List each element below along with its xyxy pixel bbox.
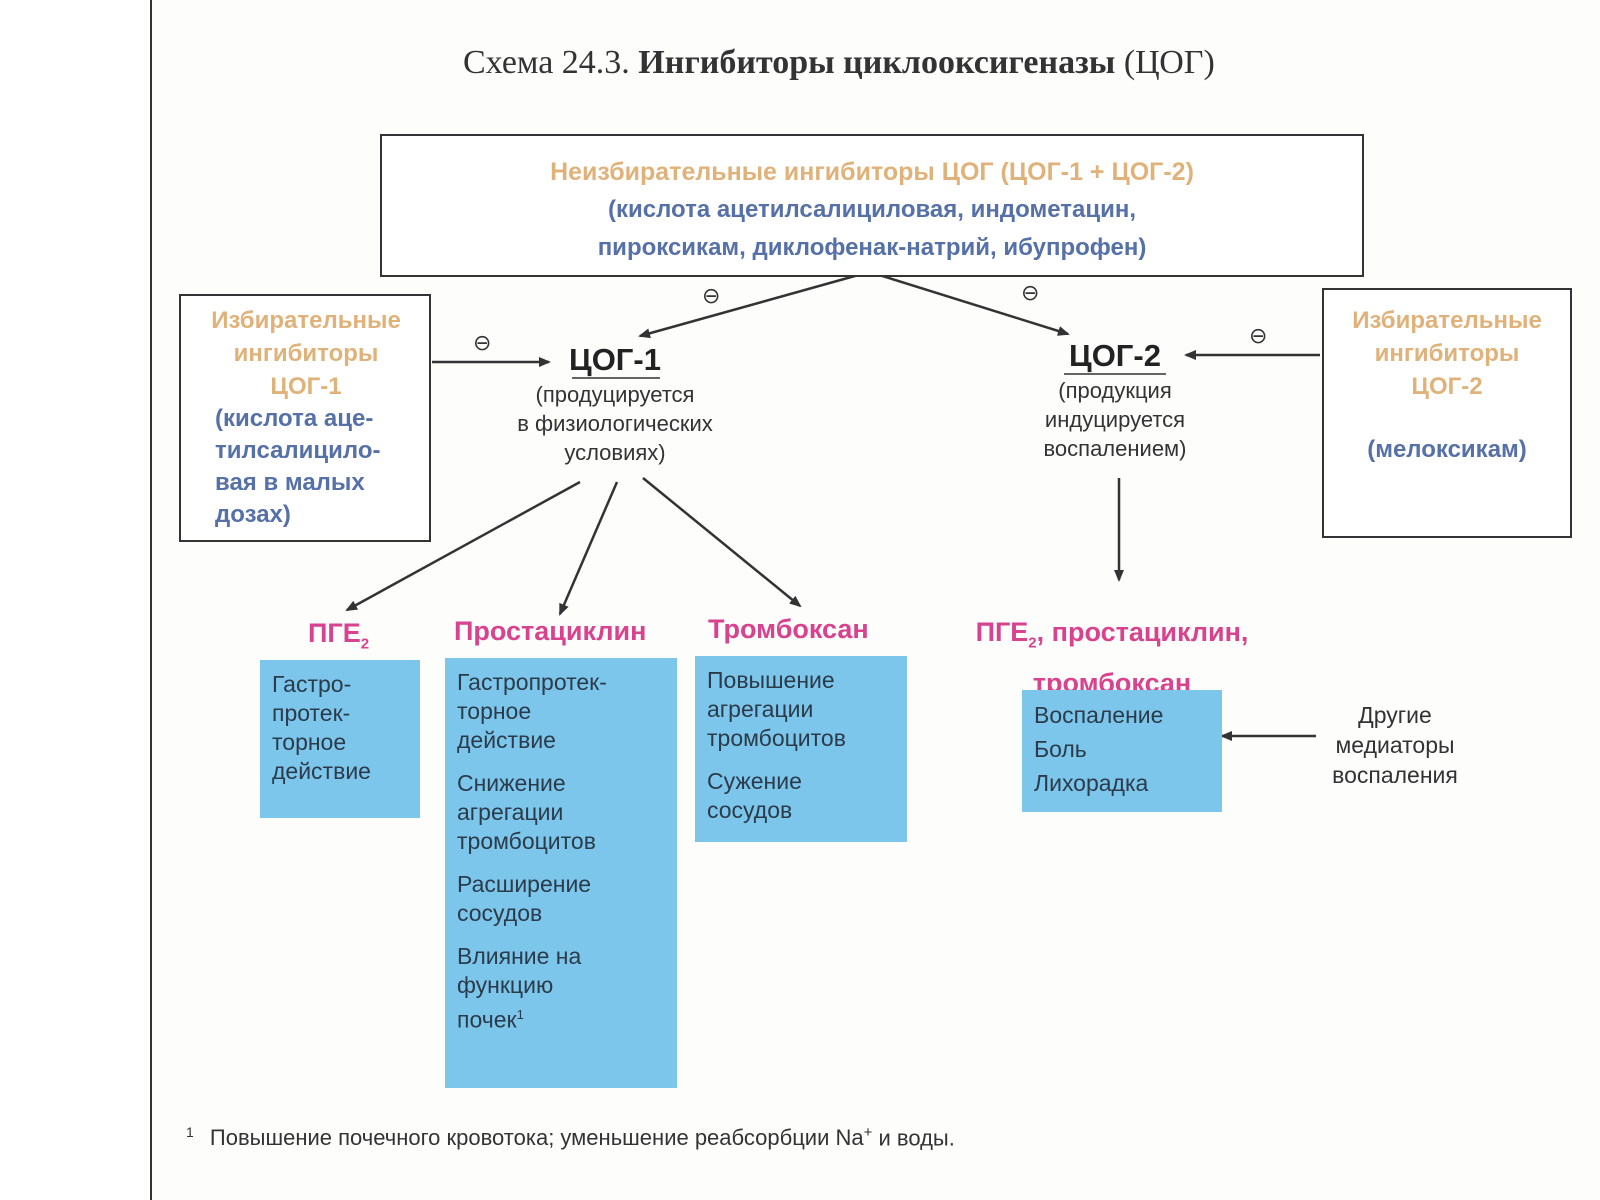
diagram-title: Схема 24.3. Ингибиторы циклооксигеназы (…	[463, 44, 1283, 82]
effect-line: агрегации	[457, 799, 564, 825]
prostacyclin-effects-box: Гастропротек- торное действие Снижение а…	[445, 658, 677, 1088]
effect-fever: Лихорадка	[1034, 770, 1149, 796]
thromboxane-label: Тромбоксан	[708, 614, 869, 644]
title-main: Ингибиторы циклооксигеназы	[638, 44, 1116, 81]
effect-line: почек	[457, 1006, 517, 1033]
effect-line: Снижение	[457, 770, 566, 796]
cox2-note-l3: воспалением)	[1043, 436, 1187, 461]
selective-cox1-heading-l1: Избирательные	[211, 307, 401, 334]
other-mediators: Другие медиаторы воспаления	[1310, 700, 1480, 790]
footnote-text-a: Повышение почечного кровотока; уменьшени…	[209, 1125, 864, 1151]
footnote-mark: 1	[186, 1124, 194, 1140]
effect-line: функцию	[457, 972, 554, 998]
cox2-note-l2: индуцируется	[1044, 407, 1186, 432]
cox2-products-rest: , простациклин,	[1036, 617, 1249, 647]
effect-line: тромбоцитов	[707, 725, 846, 751]
selective-cox1-drugs-l1: (кислота аце-	[215, 405, 374, 432]
prostacyclin-effect-aggregation: Снижение агрегации тромбоцитов	[457, 769, 665, 856]
selective-cox1-heading-l2: ингибиторы	[233, 340, 379, 367]
effect-line: Сужение	[707, 768, 802, 794]
effect-line: сосудов	[457, 900, 543, 926]
footnote-text-b: и воды.	[872, 1125, 955, 1151]
thromboxane-effects-box: Повышение агрегации тромбоцитов Сужение …	[695, 656, 907, 842]
pge2-effect-line: протек-	[272, 700, 351, 726]
effect-line: действие	[457, 727, 556, 753]
effect-line: тромбоцитов	[457, 828, 596, 854]
other-mediators-l3: воспаления	[1332, 762, 1458, 788]
selective-cox2-drugs: (мелоксикам)	[1367, 436, 1527, 463]
inhibit-symbol-selective2: ⊖	[1249, 324, 1268, 349]
effect-line: торное	[457, 698, 532, 724]
selective-cox1-drugs-l4: дозах)	[215, 501, 291, 528]
pge2-effect-line: торное	[272, 729, 347, 755]
inhibit-symbol-cox1: ⊖	[702, 284, 721, 309]
prostacyclin-effect-gastroprotective: Гастропротек- торное действие	[457, 668, 665, 755]
footnote-sup: +	[863, 1124, 873, 1141]
cox1-node: ЦОГ-1 (продуцируется в физиологических у…	[470, 340, 760, 467]
selective-cox2-heading-l3: ЦОГ-2	[1411, 373, 1483, 400]
pge2-label: ПГЕ2	[308, 618, 369, 652]
pge2-effects-box: Гастро- протек- торное действие	[260, 660, 420, 818]
selective-cox2-heading-l1: Избирательные	[1352, 307, 1542, 334]
selective-cox2-box: Избирательные ингибиторы ЦОГ-2 (мелоксик…	[1322, 288, 1572, 538]
thromboxane-effect-vasoconstriction: Сужение сосудов	[707, 767, 895, 825]
inhibit-symbol-selective1: ⊖	[473, 331, 492, 356]
cox2-products-pge: ПГЕ	[975, 617, 1029, 647]
cox2-node: ЦОГ-2 (продукция индуцируется воспаление…	[990, 336, 1240, 463]
cox2-note-l1: (продукция	[1058, 378, 1172, 403]
cox1-note-l2: в физиологических	[517, 411, 713, 436]
pge2-label-sub: 2	[360, 635, 370, 653]
inhibit-symbol-cox2: ⊖	[1021, 281, 1040, 306]
effect-line: Повышение	[707, 667, 835, 693]
pge2-effect-line: действие	[272, 758, 371, 784]
footnote-ref: 1	[516, 1007, 524, 1022]
effect-line: агрегации	[707, 696, 814, 722]
nonselective-drugs-line1: (кислота ацетилсалициловая, индометацин,	[607, 196, 1137, 223]
cox2-products-pge-sub: 2	[1028, 634, 1037, 652]
effect-line: сосудов	[707, 797, 793, 823]
title-suffix: (ЦОГ)	[1123, 44, 1215, 81]
effect-line: Влияние на	[457, 943, 582, 969]
cox1-note-l1: (продуцируется	[535, 382, 695, 407]
arrow-nonselective-cox2	[875, 272, 1070, 336]
selective-cox1-heading-l3: ЦОГ-1	[270, 373, 342, 400]
footnote: 1 Повышение почечного кровотока; уменьше…	[186, 1124, 955, 1151]
thromboxane-effect-aggregation: Повышение агрегации тромбоцитов	[707, 666, 895, 753]
prostacyclin-effect-kidney: Влияние на функцию почек1	[457, 942, 665, 1035]
cox1-label: ЦОГ-1	[569, 342, 661, 377]
arrow-cox1-prostacyclin	[558, 481, 619, 616]
selective-cox1-box: Избирательные ингибиторы ЦОГ-1 (кислота …	[179, 294, 431, 542]
effect-pain: Боль	[1034, 736, 1087, 762]
nonselective-heading: Неизбирательные ингибиторы ЦОГ (ЦОГ-1 + …	[550, 158, 1194, 186]
page-margin	[0, 0, 152, 1200]
arrow-cox1-thromboxane	[642, 477, 802, 608]
cox1-note-l3: условиях)	[564, 440, 666, 465]
arrow-nonselective-cox1	[638, 272, 863, 339]
effect-line: Расширение	[457, 871, 592, 897]
selective-cox2-heading-l2: ингибиторы	[1374, 340, 1520, 367]
selective-cox1-drugs-l2: тилсалицило-	[215, 437, 381, 464]
cox2-label: ЦОГ-2	[1069, 338, 1161, 373]
pge2-label-text: ПГЕ	[308, 618, 361, 648]
title-prefix: Схема 24.3.	[463, 44, 630, 81]
pge2-effect-line: Гастро-	[272, 671, 352, 697]
nonselective-inhibitors-box: Неизбирательные ингибиторы ЦОГ (ЦОГ-1 + …	[380, 134, 1364, 277]
prostacyclin-label: Простациклин	[454, 616, 647, 646]
other-mediators-l2: медиаторы	[1335, 732, 1455, 758]
effect-inflammation: Воспаление	[1034, 702, 1164, 728]
cox2-products-label-l1: ПГЕ2, простациклин,	[952, 612, 1272, 663]
other-mediators-l1: Другие	[1358, 702, 1432, 728]
effect-line: Гастропротек-	[457, 669, 607, 695]
selective-cox1-drugs-l3: вая в малых	[215, 469, 365, 496]
nonselective-drugs-line2: пироксикам, диклофенак-натрий, ибупрофен…	[597, 234, 1147, 261]
arrow-cox1-pge2	[345, 480, 581, 612]
cox2-effects-box: Воспаление Боль Лихорадка	[1022, 690, 1222, 812]
prostacyclin-effect-vasodilation: Расширение сосудов	[457, 870, 665, 928]
